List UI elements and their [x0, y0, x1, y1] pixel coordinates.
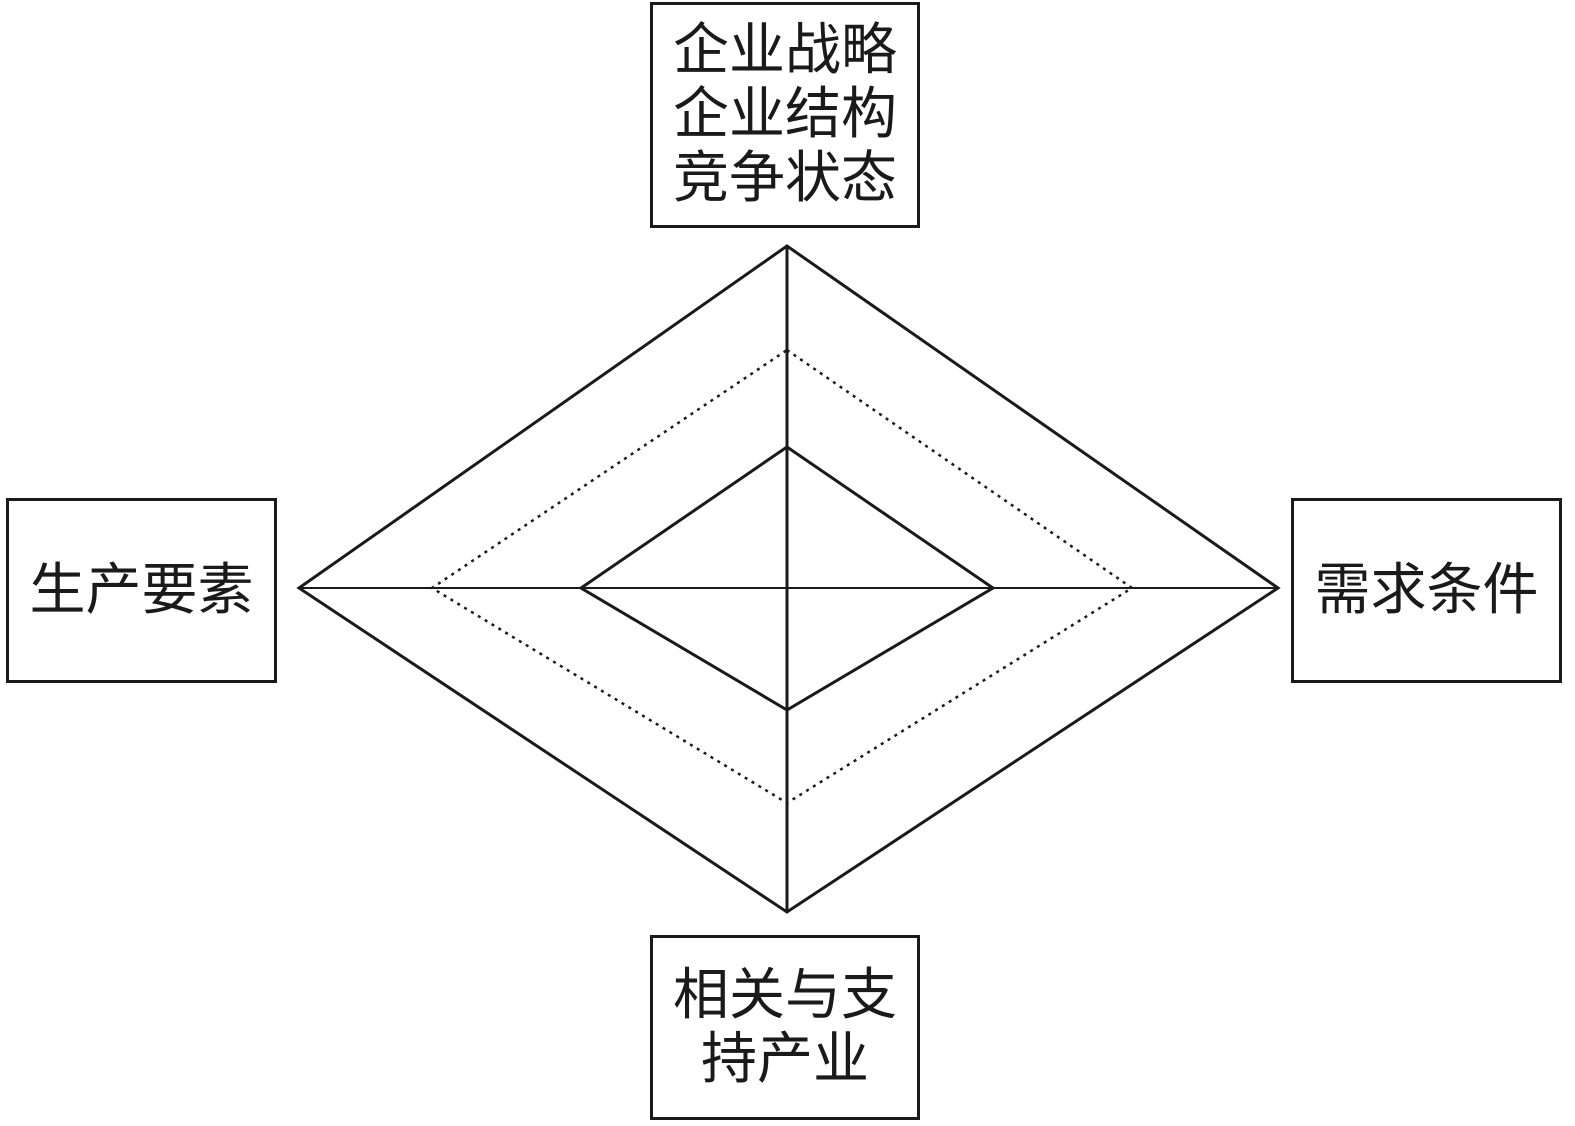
node-demand-conditions: 需求条件 [1291, 498, 1562, 683]
node-strategy-structure-rivalry: 企业战略 企业结构 竞争状态 [650, 2, 920, 228]
node-bottom-line-1: 相关与支 [673, 962, 897, 1028]
node-top-line-3: 竞争状态 [673, 146, 897, 211]
node-related-supporting-industries: 相关与支 持产业 [650, 935, 920, 1120]
node-left-line-1: 生产要素 [29, 557, 254, 623]
node-bottom-line-2: 持产业 [701, 1026, 869, 1092]
node-top-line-1: 企业战略 [673, 18, 897, 83]
node-right-line-1: 需求条件 [1314, 557, 1539, 623]
middle-dotted-diamond [429, 348, 1135, 805]
node-factor-conditions: 生产要素 [6, 498, 277, 683]
node-top-line-2: 企业结构 [673, 82, 897, 147]
